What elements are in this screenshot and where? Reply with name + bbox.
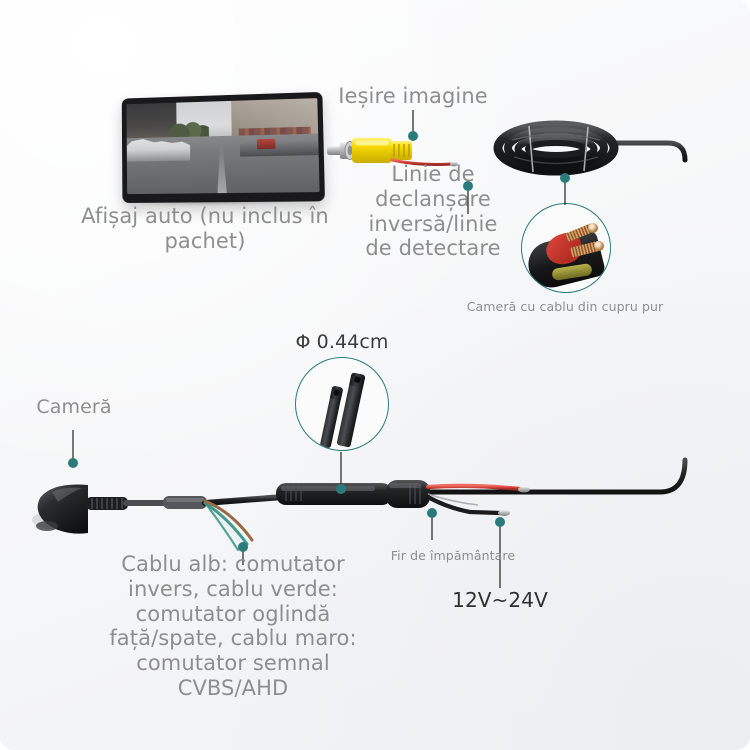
cable-to-junction: [205, 497, 283, 503]
callout-dot-diameter: [336, 484, 346, 494]
label-signal-wires: Cablu alb: comutator invers, cablu verde…: [108, 552, 358, 701]
coiled-cable: [498, 125, 614, 172]
label-connector-diameter: Φ 0.44cm: [282, 331, 402, 353]
callout-dot-video-out: [408, 131, 418, 141]
camera-lead-sleeve: [163, 496, 207, 509]
label-copper-cable: Cameră cu cablu din cupru pur: [455, 300, 675, 315]
power-negative-tip: [498, 510, 510, 516]
callout-dot-signal-wires: [238, 542, 248, 552]
label-trigger-line: Linie de declanșare inversă/linie de det…: [352, 162, 514, 261]
label-voltage: 12V~24V: [440, 589, 560, 613]
cable-top-corner: [612, 143, 685, 160]
callout-dot-ground-wire: [427, 508, 437, 518]
rear-view-camera: [32, 485, 128, 534]
power-positive-tip: [518, 487, 530, 493]
callout-dot-voltage: [495, 517, 505, 527]
label-video-output: Ieșire imagine: [303, 84, 523, 109]
label-car-display: Afișaj auto (nu inclus în pachet): [60, 204, 350, 254]
label-camera: Cameră: [24, 396, 124, 418]
callout-dot-camera: [68, 458, 78, 468]
power-positive-wire: [428, 486, 520, 489]
cable-junction-barrel: [276, 480, 430, 508]
power-negative-wire: [428, 497, 500, 513]
label-ground-wire: Fir de împământare: [367, 549, 539, 564]
callout-dot-copper-cable: [560, 173, 570, 183]
